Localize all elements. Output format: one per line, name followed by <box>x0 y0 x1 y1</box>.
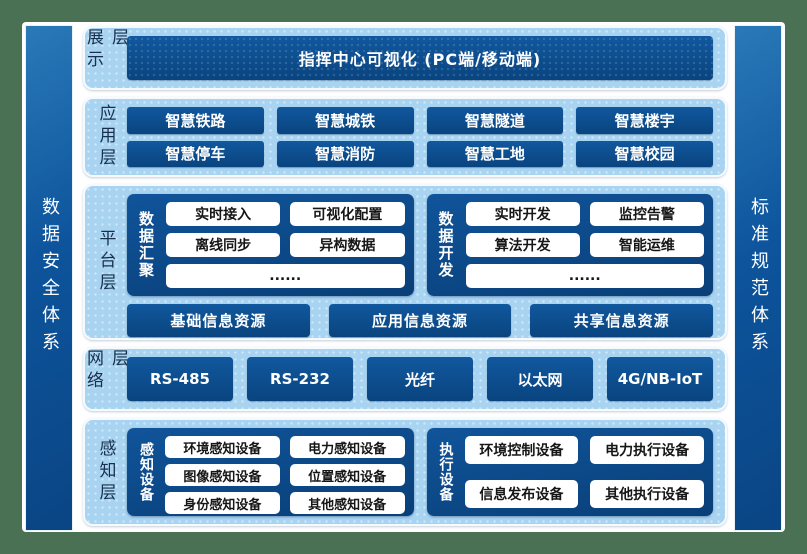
item-development-ellipsis: ...... <box>465 264 704 288</box>
layer-panel-display: 展示层 指挥中心可视化 (PC端/移动端) <box>83 26 727 90</box>
res-box-application-info: 应用信息资源 <box>328 304 512 337</box>
item-other-execution: 其他执行设备 <box>590 480 704 508</box>
net-box-rs232: RS-232 <box>247 357 353 401</box>
layer-label-platform-wrap: 平台层 <box>85 186 127 338</box>
res-box-shared-info: 共享信息资源 <box>530 304 714 337</box>
group-execution-devices-label: 执行设备 <box>437 442 454 502</box>
item-environment-sensing: 环境感知设备 <box>165 436 280 458</box>
group-sensing-devices-label-wrap: 感知设备 <box>136 436 156 508</box>
app-box-smart-building: 智慧楼宇 <box>576 107 713 134</box>
app-box-smart-railway: 智慧铁路 <box>127 107 264 134</box>
app-box-smart-tunnel: 智慧隧道 <box>426 107 564 134</box>
item-aggregation-ellipsis: ...... <box>166 264 405 288</box>
group-data-development-label-wrap: 数据开发 <box>436 202 457 288</box>
item-realtime-access: 实时接入 <box>166 202 281 226</box>
group-data-development-label: 数据开发 <box>436 211 455 279</box>
item-image-sensing: 图像感知设备 <box>165 464 280 486</box>
group-data-aggregation-label: 数据汇聚 <box>137 211 155 279</box>
platform-stack: 数据汇聚 实时接入 可视化配置 离线同步 异构数据 ...... <box>127 194 714 337</box>
perception-groups: 感知设备 环境感知设备 电力感知设备 图像感知设备 位置感知设备 身份感知设备 … <box>127 428 713 516</box>
net-box-fiber: 光纤 <box>367 357 473 401</box>
application-grid: 智慧铁路 智慧城铁 智慧隧道 智慧楼宇 智慧停车 智慧消防 智慧工地 智慧校园 <box>127 107 713 167</box>
network-row: RS-485 RS-232 光纤 以太网 4G/NB-IoT <box>127 357 713 401</box>
app-box-smart-campus: 智慧校园 <box>576 140 713 167</box>
display-content: 指挥中心可视化 (PC端/移动端) <box>127 28 725 88</box>
item-intelligent-ops: 智能运维 <box>589 233 704 257</box>
layer-label-application: 应用层 <box>95 104 116 170</box>
item-realtime-dev: 实时开发 <box>465 202 580 226</box>
group-data-development: 数据开发 实时开发 监控告警 算法开发 智能运维 ...... <box>426 194 713 296</box>
item-identity-sensing: 身份感知设备 <box>165 492 280 514</box>
item-power-sensing: 电力感知设备 <box>289 436 405 458</box>
pillar-standards-label: 标准规范体系 <box>748 197 769 359</box>
item-location-sensing: 位置感知设备 <box>289 464 405 486</box>
application-content: 智慧铁路 智慧城铁 智慧隧道 智慧楼宇 智慧停车 智慧消防 智慧工地 智慧校园 <box>127 99 725 175</box>
layer-label-network: 网络层 <box>83 349 128 393</box>
layer-label-network-wrap: 网络层 <box>83 349 128 409</box>
platform-groups: 数据汇聚 实时接入 可视化配置 离线同步 异构数据 ...... <box>127 194 713 296</box>
item-info-publishing: 信息发布设备 <box>464 480 579 508</box>
app-box-smart-metro: 智慧城铁 <box>276 107 414 134</box>
item-monitoring-alert: 监控告警 <box>589 202 704 226</box>
perception-content: 感知设备 环境感知设备 电力感知设备 图像感知设备 位置感知设备 身份感知设备 … <box>127 420 725 524</box>
group-execution-devices-grid: 环境控制设备 电力执行设备 信息发布设备 其他执行设备 <box>464 436 704 508</box>
layer-label-perception: 感知层 <box>95 439 116 505</box>
pillar-data-security: 数据安全体系 <box>25 25 73 531</box>
command-center-visualization-box: 指挥中心可视化 (PC端/移动端) <box>127 36 713 80</box>
platform-resources: 基础信息资源 应用信息资源 共享信息资源 <box>127 304 714 337</box>
group-sensing-devices-label: 感知设备 <box>138 442 154 502</box>
pillar-standards: 标准规范体系 <box>734 25 782 531</box>
net-box-ethernet: 以太网 <box>487 357 593 401</box>
layer-label-display-wrap: 展示层 <box>83 28 128 88</box>
item-heterogeneous-data: 异构数据 <box>290 233 405 257</box>
item-offline-sync: 离线同步 <box>166 233 281 257</box>
group-data-development-grid: 实时开发 监控告警 算法开发 智能运维 ...... <box>465 202 704 288</box>
res-box-basic-info: 基础信息资源 <box>127 304 310 337</box>
item-algorithm-dev: 算法开发 <box>465 233 580 257</box>
layer-label-display: 展示层 <box>83 28 128 72</box>
layer-label-application-wrap: 应用层 <box>85 99 127 175</box>
group-data-aggregation: 数据汇聚 实时接入 可视化配置 离线同步 异构数据 ...... <box>127 194 414 296</box>
layer-panel-perception: 感知层 感知设备 环境感知设备 电力感知设备 图像感知设备 位置感知设备 身份感… <box>83 418 727 526</box>
item-power-execution: 电力执行设备 <box>590 436 704 464</box>
network-content: RS-485 RS-232 光纤 以太网 4G/NB-IoT <box>127 349 725 409</box>
group-execution-devices-label-wrap: 执行设备 <box>436 436 456 508</box>
diagram-board: 数据安全体系 展示层 指挥中心可视化 (PC端/移动端) 应用层 智慧铁路 智慧… <box>22 22 785 532</box>
layer-label-perception-wrap: 感知层 <box>85 420 127 524</box>
pillar-data-security-label: 数据安全体系 <box>39 197 60 359</box>
layer-panel-application: 应用层 智慧铁路 智慧城铁 智慧隧道 智慧楼宇 智慧停车 智慧消防 智慧工地 智… <box>83 97 727 177</box>
platform-content: 数据汇聚 实时接入 可视化配置 离线同步 异构数据 ...... <box>127 186 725 338</box>
item-visual-config: 可视化配置 <box>290 202 405 226</box>
layer-label-platform: 平台层 <box>95 229 116 295</box>
app-box-smart-firefighting: 智慧消防 <box>276 140 414 167</box>
layer-panels: 展示层 指挥中心可视化 (PC端/移动端) 应用层 智慧铁路 智慧城铁 智慧隧道… <box>83 26 727 528</box>
item-other-sensing: 其他感知设备 <box>289 492 405 514</box>
item-environment-control: 环境控制设备 <box>464 436 579 464</box>
group-data-aggregation-grid: 实时接入 可视化配置 离线同步 异构数据 ...... <box>166 202 405 288</box>
net-box-rs485: RS-485 <box>127 357 233 401</box>
group-sensing-devices-grid: 环境感知设备 电力感知设备 图像感知设备 位置感知设备 身份感知设备 其他感知设… <box>165 436 405 514</box>
app-box-smart-worksite: 智慧工地 <box>426 140 564 167</box>
group-sensing-devices: 感知设备 环境感知设备 电力感知设备 图像感知设备 位置感知设备 身份感知设备 … <box>127 428 414 516</box>
app-box-smart-parking: 智慧停车 <box>127 140 264 167</box>
group-data-aggregation-label-wrap: 数据汇聚 <box>136 202 157 288</box>
group-execution-devices: 执行设备 环境控制设备 电力执行设备 信息发布设备 其他执行设备 <box>426 428 713 516</box>
layer-panel-network: 网络层 RS-485 RS-232 光纤 以太网 4G/NB-IoT <box>83 347 727 411</box>
layer-panel-platform: 平台层 数据汇聚 实时接入 可视化配置 离线同步 异构数 <box>83 184 727 340</box>
net-box-4g-nbiot: 4G/NB-IoT <box>607 357 713 401</box>
